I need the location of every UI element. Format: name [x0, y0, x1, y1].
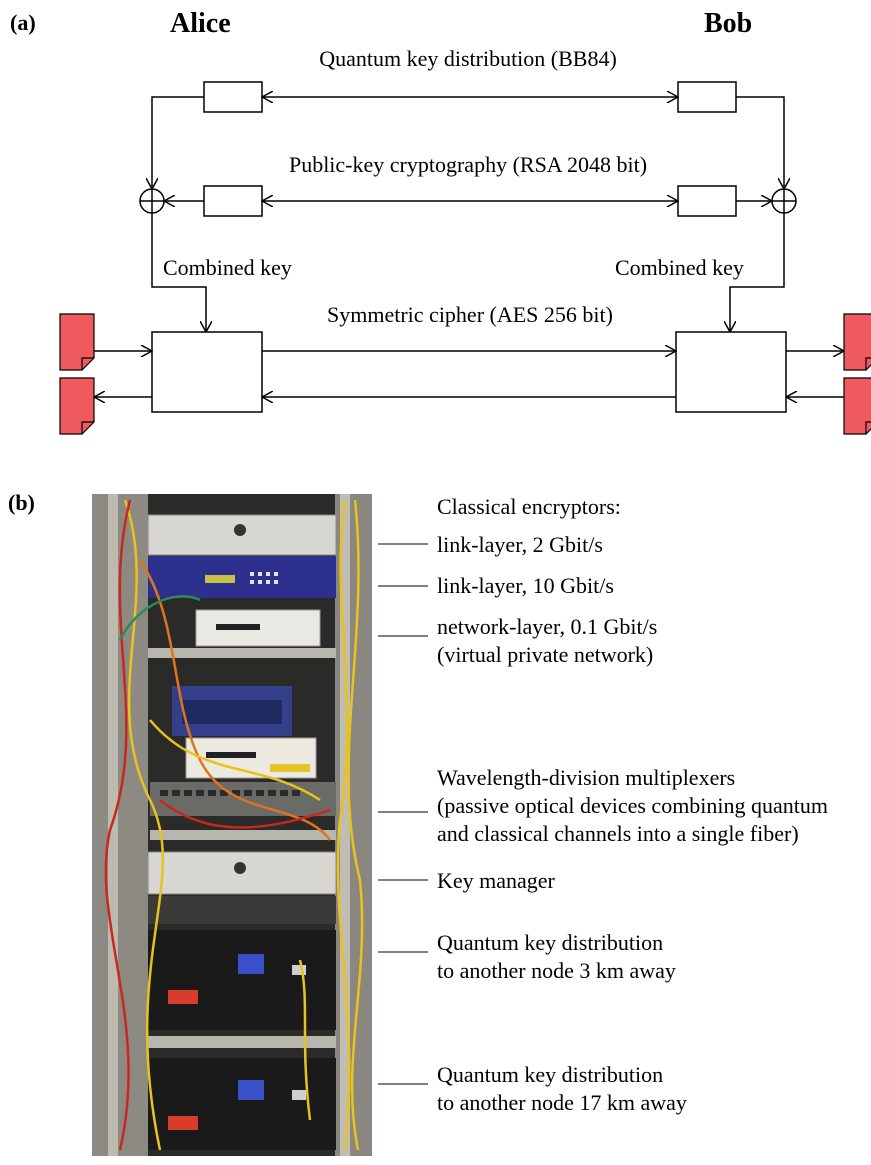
- alice-xor-combiner: [139, 188, 165, 214]
- alice-plaintext-in-document: [59, 313, 95, 371]
- bob-pkc-box: [677, 185, 737, 217]
- qkd-channel-label: Quantum key distribution (BB84): [319, 46, 617, 71]
- symmetric-cipher-label: Symmetric cipher (AES 256 bit): [327, 302, 613, 327]
- annotation-classical-encryptors: Classical encryptors:: [437, 494, 621, 519]
- annotation-key-manager: Key manager: [437, 868, 556, 893]
- alice-qkd-box: [203, 81, 263, 113]
- annotations: Classical encryptors: link-layer, 2 Gbit…: [437, 494, 828, 1115]
- annotation-qkd-3km-line2: to another node 3 km away: [437, 958, 676, 983]
- annotation-leaders: [378, 543, 428, 1085]
- annotation-wdm-line1: Wavelength-division multiplexers: [437, 765, 735, 790]
- annotation-network-layer-line1: network-layer, 0.1 Gbit/s: [437, 614, 657, 639]
- equipment-rack-photo: [92, 494, 372, 1156]
- qkd-unit-17km: [148, 1058, 336, 1150]
- bob-plaintext-out-document: [843, 313, 871, 371]
- panel-a: (a) Alice Bob Quantum key distribution (…: [10, 8, 871, 435]
- panel-b: (b): [8, 490, 828, 1156]
- annotation-wdm-line3: and classical channels into a single fib…: [437, 821, 799, 846]
- annotation-qkd-17km-line1: Quantum key distribution: [437, 1062, 663, 1087]
- qkd-unit-3km: [148, 930, 336, 1030]
- annotation-link-layer-10g: link-layer, 10 Gbit/s: [437, 573, 614, 598]
- alice-qkd-key-line: [152, 96, 204, 189]
- link-layer-10g-encryptor: [148, 556, 336, 598]
- annotation-qkd-17km-line2: to another node 17 km away: [437, 1090, 687, 1115]
- bob-cipher-box: [675, 331, 787, 413]
- combined-key-right-label: Combined key: [615, 255, 744, 280]
- panel-b-label: (b): [8, 490, 35, 515]
- combined-key-left-label: Combined key: [163, 255, 292, 280]
- annotation-wdm-line2: (passive optical devices combining quant…: [437, 793, 828, 818]
- annotation-network-layer-line2: (virtual private network): [437, 642, 653, 667]
- bob-qkd-box: [677, 81, 737, 113]
- panel-a-label: (a): [10, 10, 36, 35]
- rack-shelf: [148, 648, 336, 658]
- annotation-link-layer-2g: link-layer, 2 Gbit/s: [437, 532, 603, 557]
- alice-cipher-box: [151, 331, 263, 413]
- fibre-cables: [104, 499, 364, 1151]
- annotation-qkd-3km-line1: Quantum key distribution: [437, 930, 663, 955]
- bob-plaintext-in-document: [843, 377, 871, 435]
- pkc-channel-label: Public-key cryptography (RSA 2048 bit): [289, 152, 647, 177]
- bob-combined-key-line: [730, 213, 785, 332]
- alice-combined-key-line: [151, 213, 206, 332]
- bob-qkd-key-line: [736, 96, 784, 189]
- bob-label: Bob: [704, 8, 752, 39]
- bob-xor-combiner: [771, 188, 797, 214]
- alice-label: Alice: [170, 8, 231, 39]
- alice-plaintext-out-document: [59, 377, 95, 435]
- alice-pkc-box: [203, 185, 263, 217]
